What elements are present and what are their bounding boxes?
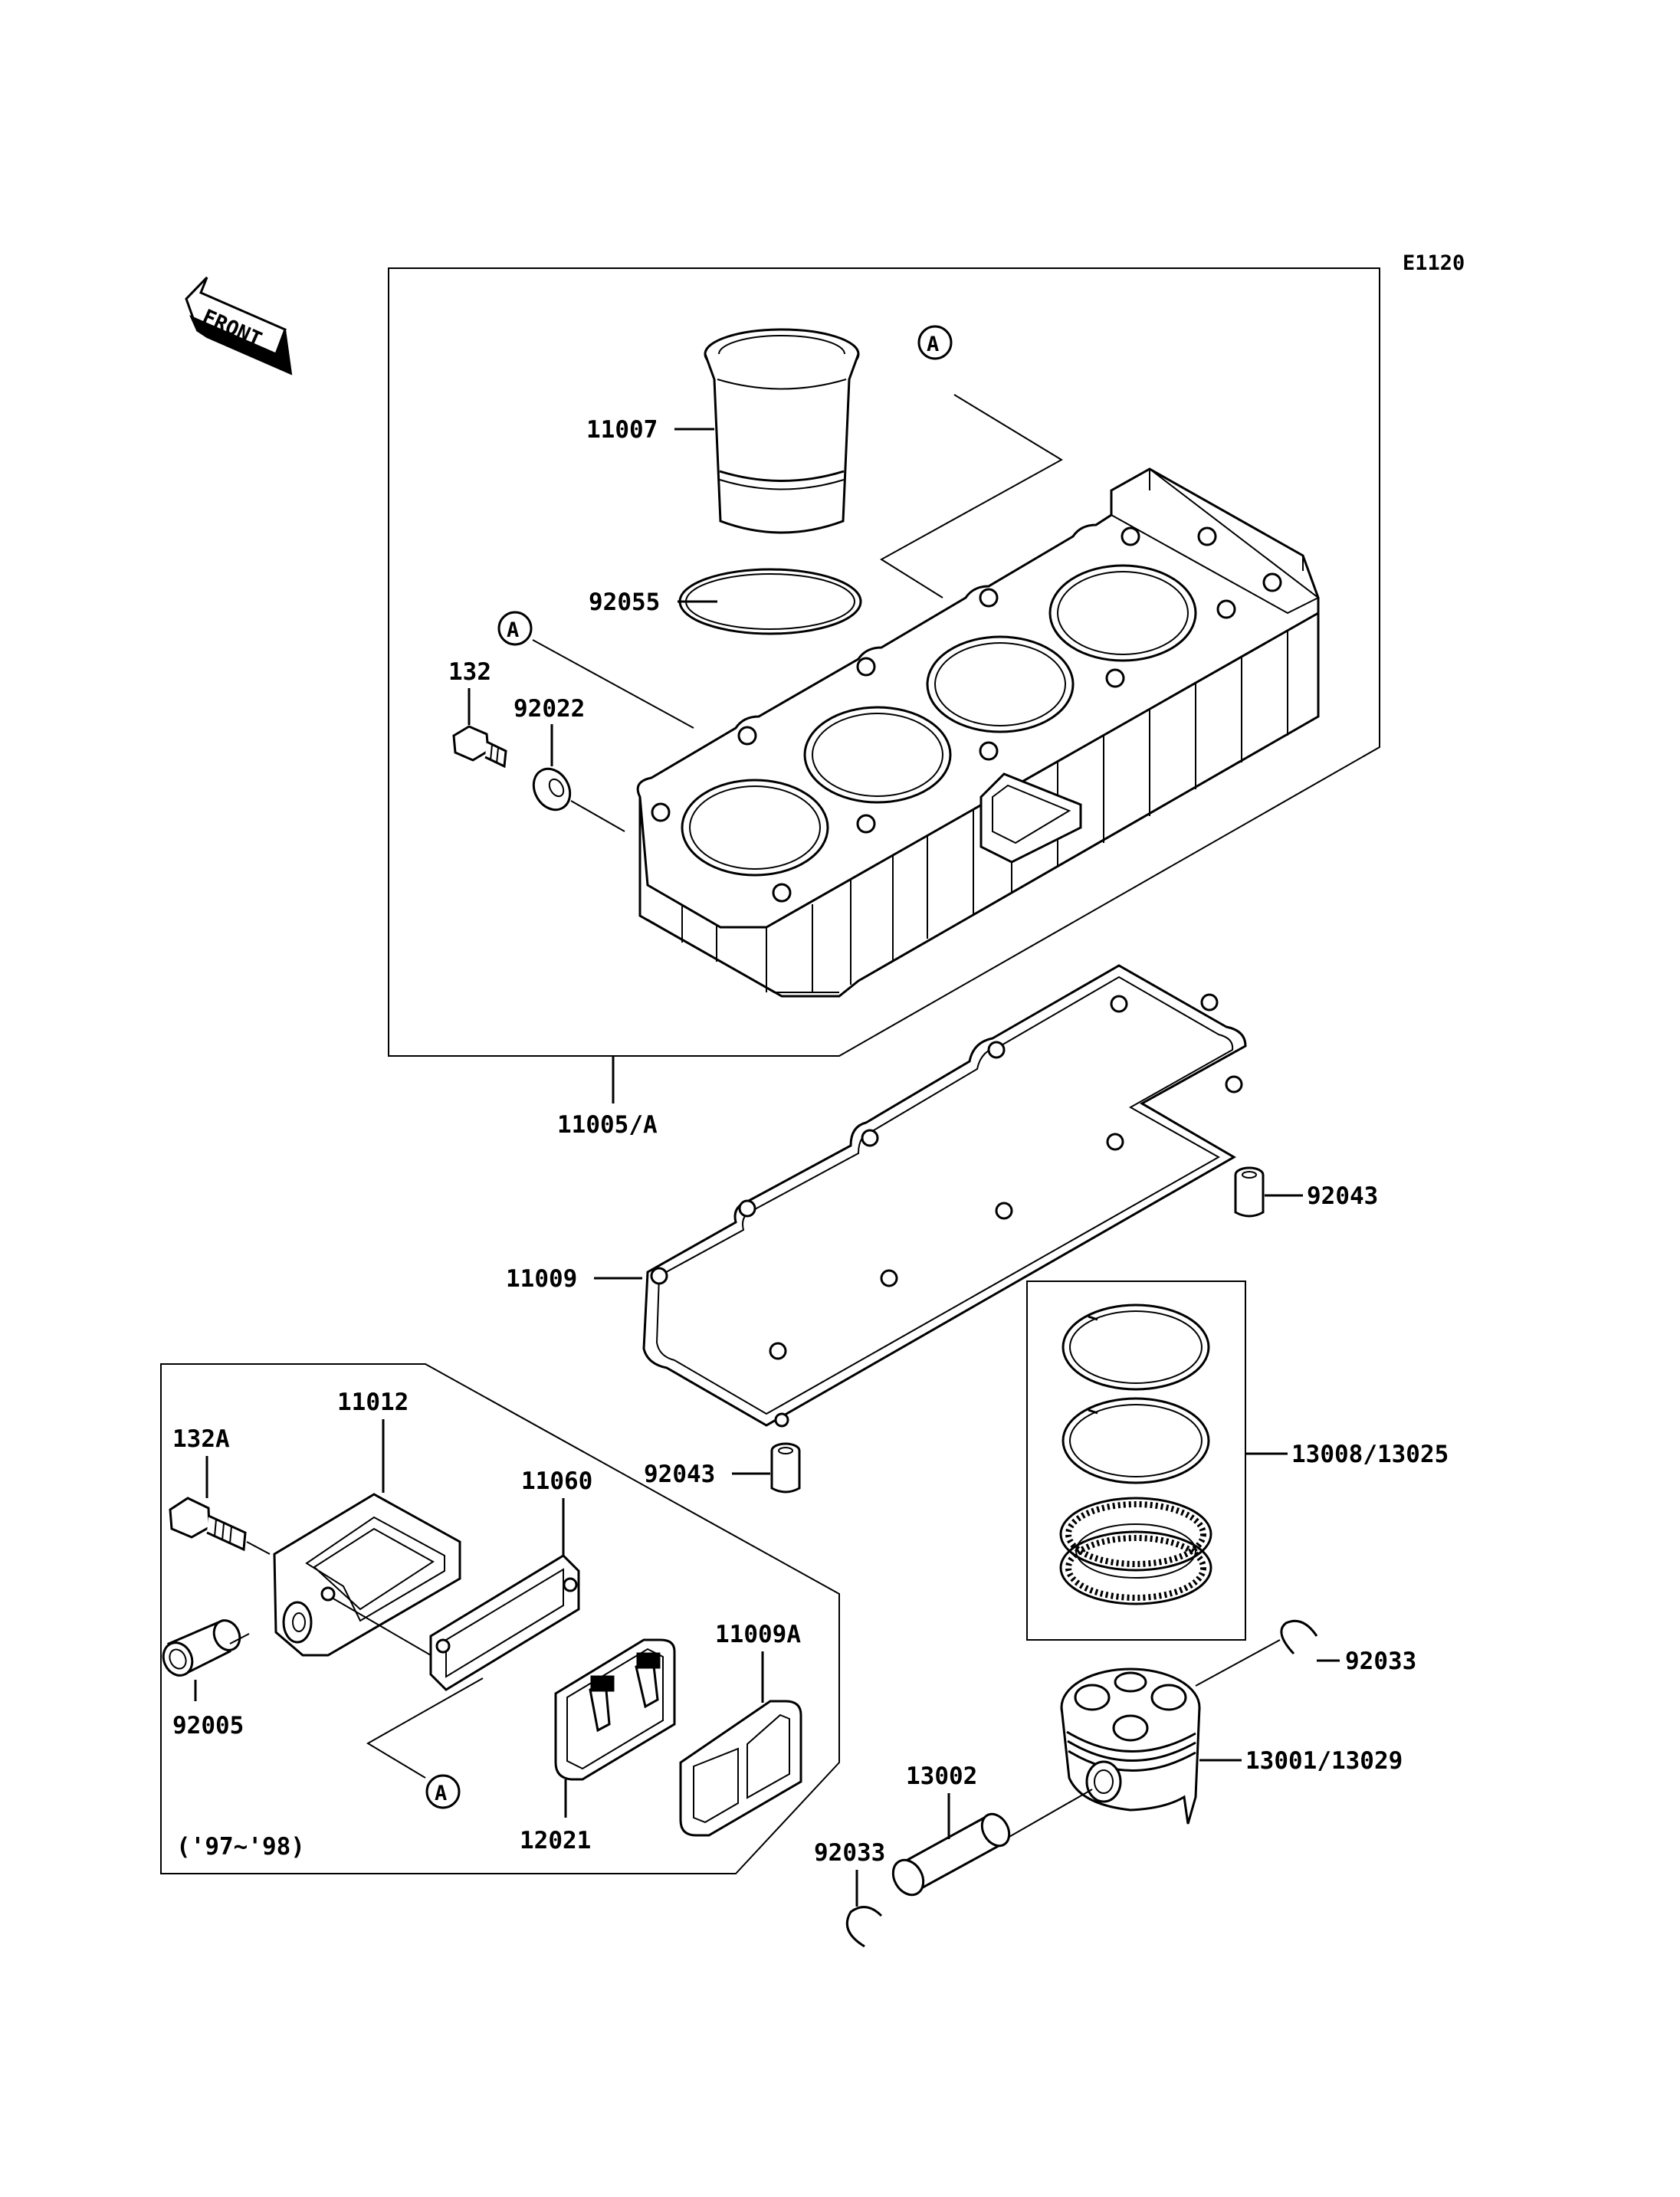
label-11009: 11009 xyxy=(506,1265,577,1293)
label-11005A: 11005/A xyxy=(557,1111,658,1139)
piston-pin-part xyxy=(891,1812,1011,1897)
label-92043-right: 92043 xyxy=(1307,1182,1378,1210)
label-12021: 12021 xyxy=(520,1827,591,1854)
label-13002: 13002 xyxy=(906,1763,977,1790)
label-11009A: 11009A xyxy=(715,1621,801,1648)
reed-valve-part xyxy=(554,1638,676,1781)
leader-a-reed xyxy=(366,1677,484,1779)
reed-valve-frame xyxy=(160,1363,840,1874)
label-92005: 92005 xyxy=(172,1712,244,1740)
washer-92022-part xyxy=(532,767,572,812)
label-92033-right: 92033 xyxy=(1345,1648,1416,1675)
front-arrow-icon: FRONT xyxy=(185,276,293,375)
callout-a-left-icon xyxy=(497,611,533,646)
reed-gasket-11009A-part xyxy=(679,1700,802,1837)
leader-a-left xyxy=(532,639,694,729)
label-13001-13029: 13001/13029 xyxy=(1245,1747,1403,1775)
cylinder-block-part xyxy=(636,467,1320,998)
label-92055: 92055 xyxy=(589,589,660,616)
base-gasket-part xyxy=(642,964,1247,1428)
callout-a-left-letter: A xyxy=(507,618,519,642)
cylinder-sleeve-part xyxy=(704,328,860,534)
callout-a-reed-icon xyxy=(425,1774,461,1809)
callout-a-top-icon xyxy=(917,325,953,360)
label-11007: 11007 xyxy=(586,416,658,444)
diagram-code: E1120 xyxy=(1403,251,1465,275)
callout-a-top-letter: A xyxy=(927,333,939,356)
label-11060: 11060 xyxy=(521,1467,592,1495)
piston-part xyxy=(1060,1667,1201,1825)
label-13008-13025: 13008/13025 xyxy=(1291,1441,1449,1468)
circlip-right-part xyxy=(1280,1619,1318,1655)
label-132A: 132A xyxy=(172,1425,230,1453)
piston-ring-set-part xyxy=(1059,1303,1212,1605)
reed-housing-part xyxy=(273,1493,461,1657)
label-11012: 11012 xyxy=(337,1389,409,1416)
bolt-132A-part xyxy=(169,1497,247,1552)
dowel-92043-mid-part xyxy=(770,1442,801,1494)
leader-a-top xyxy=(880,394,1063,598)
bolt-132-part xyxy=(452,725,507,769)
circlip-lower-part xyxy=(846,1906,883,1948)
cylinder-kit-frame xyxy=(388,267,1380,1057)
label-92022: 92022 xyxy=(514,695,585,723)
label-92033-lower: 92033 xyxy=(814,1839,885,1867)
callout-a-reed-letter: A xyxy=(435,1782,447,1805)
label-132: 132 xyxy=(448,658,491,686)
hose-92005-part xyxy=(162,1618,241,1677)
year-note: ('97~'98) xyxy=(176,1833,305,1861)
piston-ring-frame xyxy=(1026,1280,1246,1641)
dowel-92043-right-part xyxy=(1234,1166,1265,1218)
label-92043-mid: 92043 xyxy=(644,1461,715,1488)
